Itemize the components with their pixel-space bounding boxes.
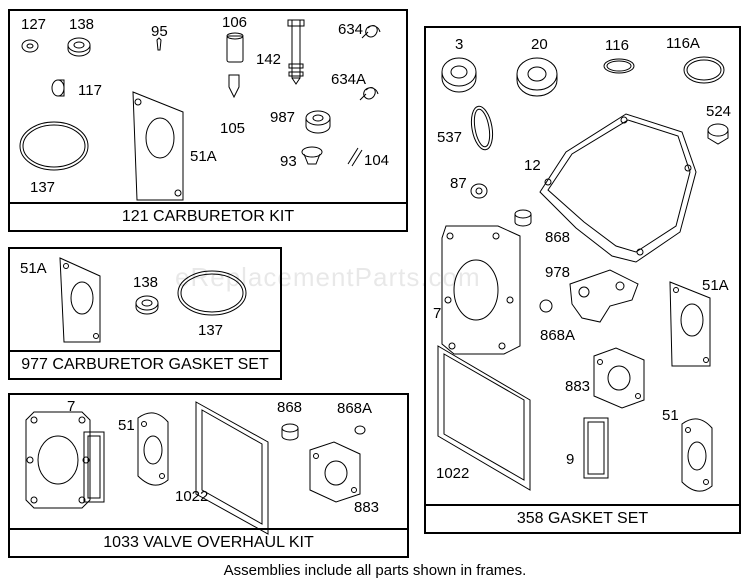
- part-117-seat: [52, 80, 64, 96]
- callout-138-977: 138: [133, 274, 159, 291]
- callout-524: 524: [706, 103, 732, 120]
- callout-51: 51: [662, 407, 679, 424]
- part-137-o-ring: [20, 122, 88, 170]
- part-106-bowl-nut: [227, 33, 243, 62]
- callout-137-977: 137: [198, 322, 224, 339]
- callout-51-1033: 51: [118, 417, 135, 434]
- part-12-sump-gasket: [540, 114, 696, 262]
- part-883-gasket: [594, 348, 644, 408]
- part-137-o-ring-977: [178, 271, 246, 315]
- frame-label-valve-overhaul-kit: 1033 VALVE OVERHAUL KIT: [10, 528, 407, 556]
- callout-116a: 116A: [666, 35, 700, 52]
- part-20-seal: [517, 58, 557, 96]
- part-93-screw: [302, 147, 322, 164]
- part-537-o-ring: [468, 105, 495, 152]
- callout-868: 868: [545, 229, 571, 246]
- callout-93: 93: [280, 153, 297, 170]
- part-7-head-gasket-1033: [26, 412, 90, 508]
- callout-137: 137: [30, 179, 56, 196]
- callout-7: 7: [433, 305, 442, 322]
- callout-868a-1033: 868A: [337, 400, 373, 417]
- callout-1022-1033: 1022: [175, 488, 209, 505]
- frame-gasket-set: 358 GASKET SET: [424, 26, 741, 534]
- callout-868-1033: 868: [277, 399, 303, 416]
- part-127-washer: [22, 40, 38, 52]
- footnote: Assemblies include all parts shown in fr…: [223, 562, 527, 579]
- callout-9: 9: [566, 451, 575, 468]
- part-95-pin: [157, 38, 161, 50]
- part-51-gasket-1033: [138, 413, 168, 485]
- callout-138: 138: [69, 16, 95, 33]
- frame-valve-overhaul-kit: 1033 VALVE OVERHAUL KIT: [8, 393, 409, 558]
- part-868a-washer: [540, 300, 552, 312]
- callout-3: 3: [455, 36, 464, 53]
- part-1022-gasket-1033: [196, 402, 268, 534]
- part-51a-gasket-977: [60, 258, 100, 342]
- frame-label-carburetor-gasket-set: 977 CARBURETOR GASKET SET: [10, 350, 280, 378]
- callout-978: 978: [545, 264, 571, 281]
- callout-116: 116: [605, 37, 629, 54]
- part-142-fuel-pipe: [288, 20, 304, 84]
- frame-label-carburetor-kit: 121 CARBURETOR KIT: [10, 202, 406, 230]
- part-116a-o-ring: [684, 57, 724, 83]
- callout-634a: 634A: [331, 71, 367, 88]
- part-524-plug: [708, 124, 728, 144]
- callout-51a: 51A: [190, 148, 217, 165]
- part-978-breather-gasket: [570, 270, 638, 322]
- part-7-head-gasket: [442, 226, 520, 354]
- part-51-gasket-358: [682, 419, 712, 491]
- callout-868a: 868A: [540, 327, 576, 344]
- part-116-o-ring: [604, 59, 634, 73]
- part-987-ring: [306, 111, 330, 133]
- part-868-valve-seal: [515, 210, 531, 226]
- callout-7-1033: 7: [67, 398, 76, 415]
- callout-51a-358: 51A: [702, 277, 729, 294]
- part-valve-cover-gasket-1033: [84, 432, 104, 502]
- callout-537: 537: [437, 129, 463, 146]
- part-51a-gasket-358: [670, 282, 710, 366]
- callout-20: 20: [531, 36, 548, 53]
- part-868a-washer-1033: [355, 426, 365, 434]
- frame-carburetor-gasket-set: 977 CARBURETOR GASKET SET: [8, 247, 282, 380]
- callout-117: 117: [78, 82, 102, 99]
- part-1022-gasket: [438, 346, 530, 490]
- frame-label-gasket-set: 358 GASKET SET: [426, 504, 739, 532]
- callout-104: 104: [364, 152, 390, 169]
- part-634a-spring: [360, 88, 378, 100]
- part-138-seal-977: [136, 296, 158, 314]
- callout-127: 127: [21, 16, 47, 33]
- callout-1022: 1022: [436, 465, 470, 482]
- part-883-gasket-1033: [310, 442, 360, 502]
- part-634-spring: [362, 26, 380, 38]
- part-51a-gasket: [133, 92, 183, 200]
- callout-634: 634: [338, 21, 364, 38]
- callout-987: 987: [270, 109, 296, 126]
- callout-106: 106: [222, 14, 248, 31]
- callout-105: 105: [220, 120, 246, 137]
- frame-carburetor-kit: 121 CARBURETOR KIT: [8, 9, 408, 232]
- part-105-needle: [229, 75, 239, 97]
- part-104-pin: [348, 148, 362, 166]
- callout-883-1033: 883: [354, 499, 380, 516]
- callout-95: 95: [151, 23, 168, 40]
- callout-87: 87: [450, 175, 467, 192]
- part-3-seal: [442, 58, 476, 92]
- callout-12: 12: [524, 157, 541, 174]
- callout-142: 142: [256, 51, 282, 68]
- callout-51a-977: 51A: [20, 260, 47, 277]
- part-9-gasket: [584, 418, 608, 478]
- part-138-seal: [68, 38, 90, 56]
- part-868-valve-seal-1033: [282, 424, 298, 440]
- part-87-seal: [471, 184, 487, 198]
- callout-883: 883: [565, 378, 591, 395]
